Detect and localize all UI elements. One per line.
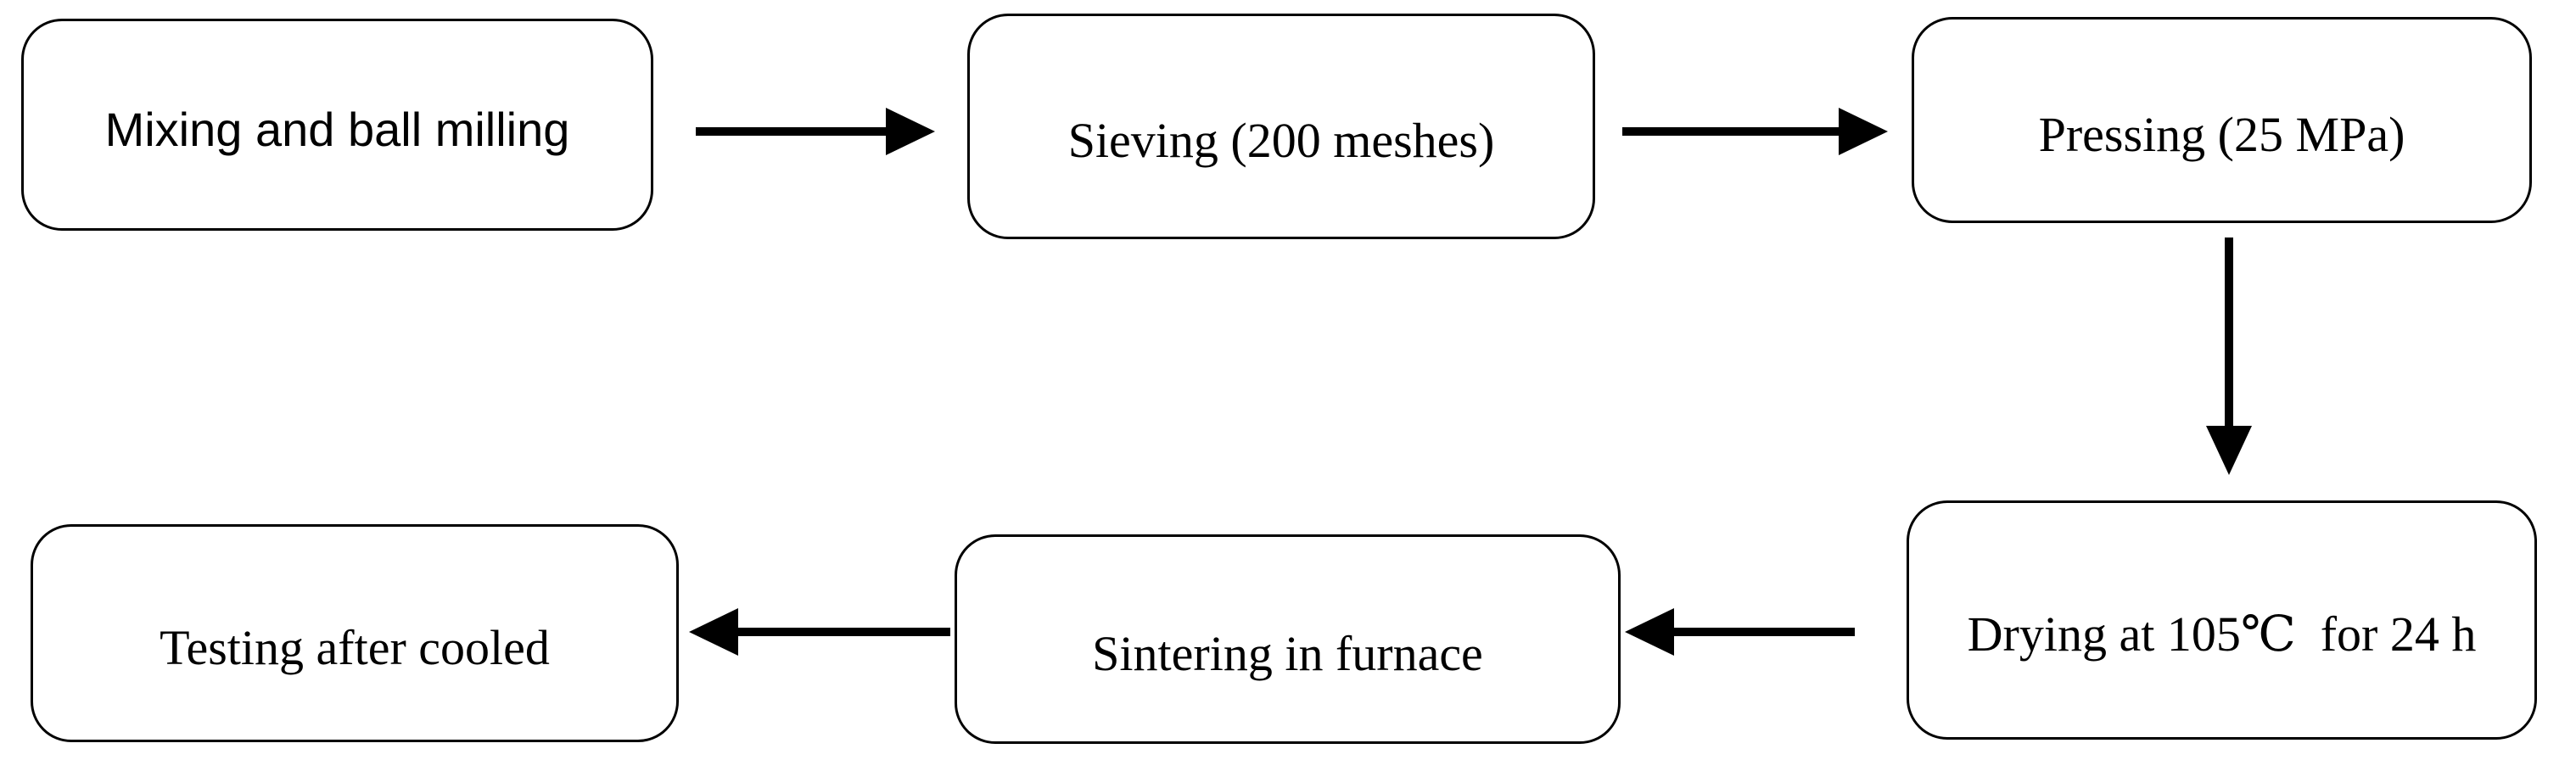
arrow-sintering-to-testing	[689, 608, 950, 656]
flow-step-label: Drying at 105℃ for 24 h	[1967, 606, 2477, 662]
arrow-mixing-to-sieving	[696, 108, 935, 155]
arrow-drying-to-sintering	[1625, 608, 1855, 656]
flow-step-label: Mixing and ball milling	[104, 103, 570, 157]
flow-step-label: Testing after cooled	[160, 619, 550, 675]
flow-step-label: Sintering in furnace	[1092, 625, 1483, 681]
flow-step-sintering: Sintering in furnace	[955, 534, 1621, 744]
flow-step-label: Sieving (200 meshes)	[1067, 113, 1495, 169]
flow-step-drying: Drying at 105℃ for 24 h	[1907, 500, 2537, 740]
arrow-sieving-to-pressing	[1622, 108, 1888, 155]
flow-step-label: Pressing (25 MPa)	[2038, 106, 2405, 162]
flow-step-pressing: Pressing (25 MPa)	[1912, 17, 2532, 223]
flow-step-mixing: Mixing and ball milling	[21, 19, 653, 231]
arrow-pressing-to-drying	[2206, 238, 2252, 475]
flow-step-sieving: Sieving (200 meshes)	[967, 14, 1595, 239]
flow-step-testing: Testing after cooled	[31, 524, 679, 742]
